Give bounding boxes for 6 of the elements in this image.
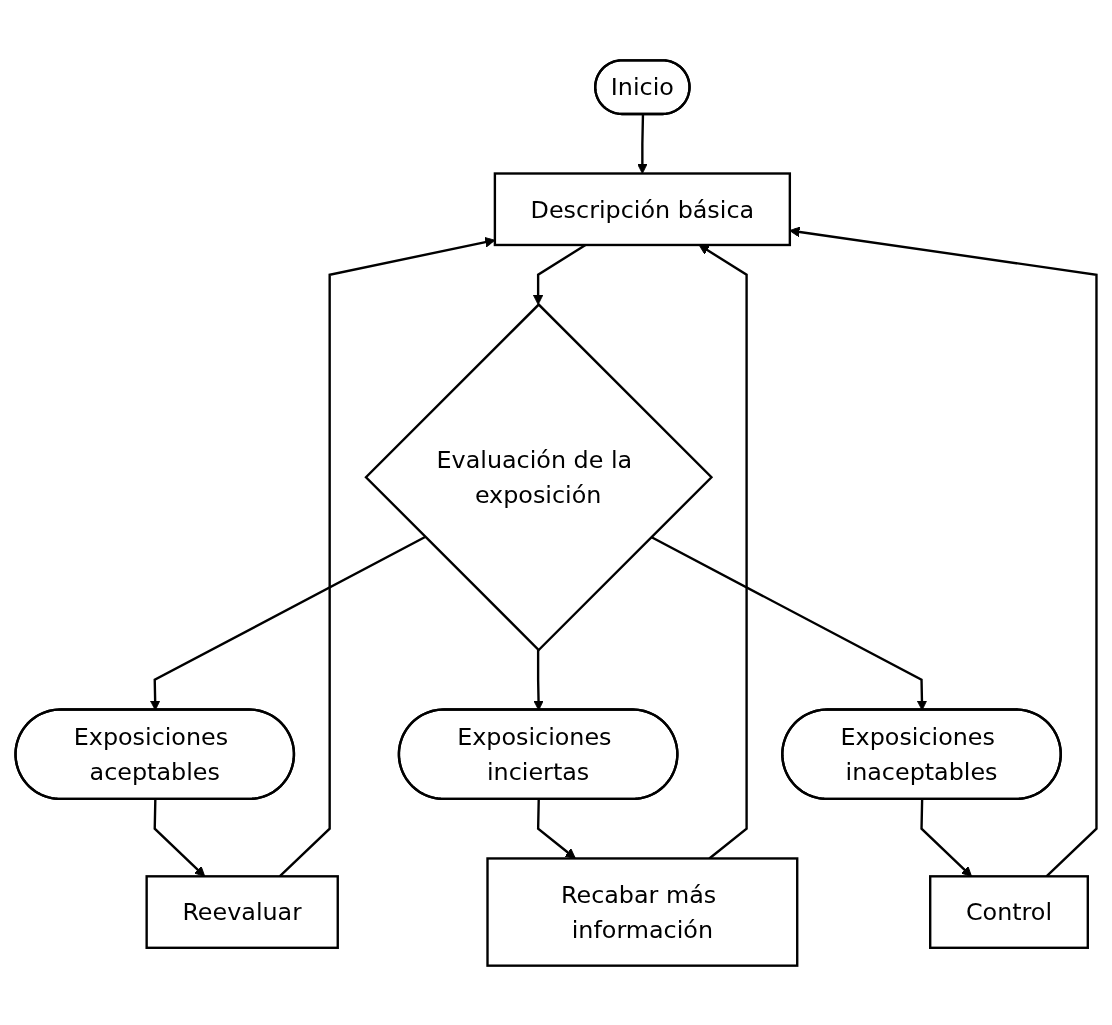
node-box: Descripción básica xyxy=(493,171,792,246)
node-box: Reevaluar xyxy=(145,874,339,949)
node-box: Control xyxy=(929,874,1089,949)
arrow xyxy=(637,114,648,174)
node-box: Recabar más información xyxy=(486,856,799,967)
node-diamond: Evaluación de la exposición xyxy=(364,302,714,652)
